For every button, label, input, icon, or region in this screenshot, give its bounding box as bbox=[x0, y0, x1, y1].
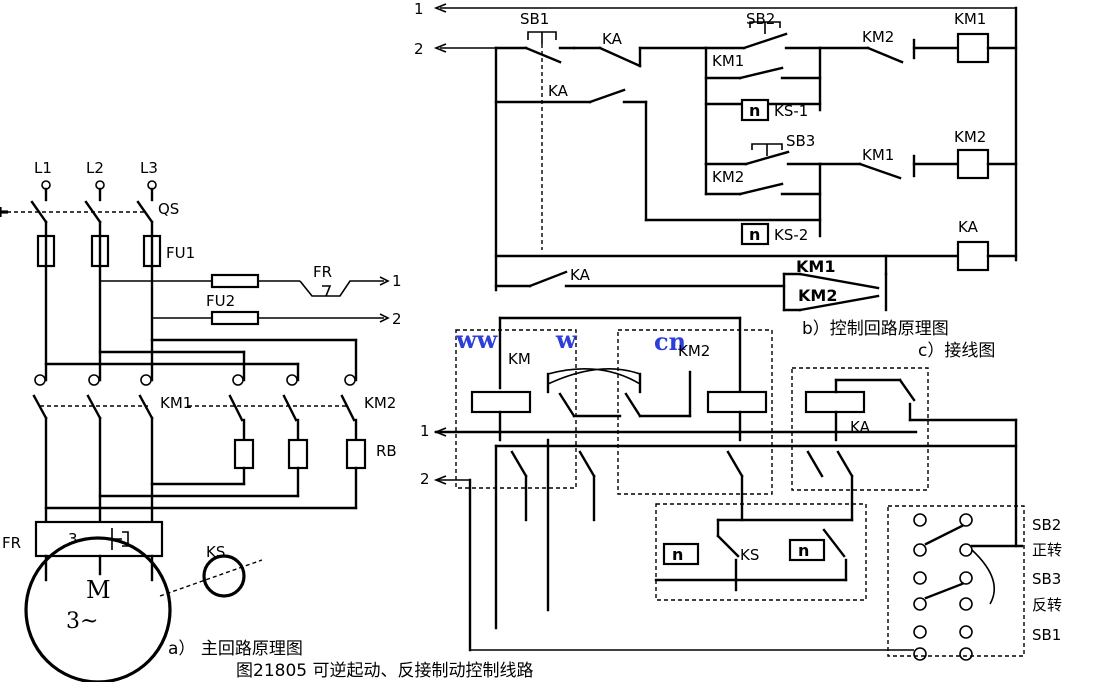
buttons-enclosure bbox=[887, 505, 1025, 657]
fr-contact-label: FR bbox=[313, 263, 332, 281]
watermark-left: ww bbox=[455, 325, 499, 354]
ks2-label: KS-2 bbox=[774, 226, 808, 244]
ks1-label: KS-1 bbox=[774, 102, 808, 120]
control-line-2-label: 2 bbox=[414, 40, 424, 58]
terminal-rings bbox=[34, 374, 356, 386]
out-1-label: 1 bbox=[392, 272, 402, 290]
km2-label: KM2 bbox=[364, 394, 396, 412]
km1-label: KM1 bbox=[160, 394, 192, 412]
ks-label: KS bbox=[206, 543, 225, 561]
sb3-button-desc: 反转 bbox=[1032, 596, 1062, 614]
pushbutton-station: SB2 正转 SB3 反转 SB1 bbox=[913, 513, 1062, 661]
sb3-label: SB3 bbox=[786, 132, 815, 150]
out-2-label: 2 bbox=[392, 310, 402, 328]
wiring-line-2-label: 2 bbox=[420, 470, 430, 488]
km1-nc-label: KM1 bbox=[796, 257, 835, 276]
wiring-line-1-label: 1 bbox=[420, 422, 430, 440]
km2-nc-label: KM2 bbox=[798, 286, 837, 305]
motor-label: M bbox=[86, 576, 111, 604]
wiring-km-label: KM bbox=[508, 350, 531, 368]
rb-resistors: RB bbox=[44, 418, 397, 510]
ka-enclosure bbox=[791, 367, 929, 491]
sb2-button-label: SB2 bbox=[1032, 516, 1061, 534]
caption-c: c）接线图 bbox=[918, 341, 995, 361]
fu1-label: FU1 bbox=[166, 244, 195, 262]
phase-l1-label: L1 bbox=[34, 159, 52, 177]
motor-type-label: 3~ bbox=[66, 609, 98, 634]
sb2-label: SB2 bbox=[746, 10, 775, 28]
km-enclosure bbox=[455, 329, 577, 489]
rb-label: RB bbox=[376, 442, 397, 460]
control-line-1-label: 1 bbox=[414, 0, 424, 18]
phase-l3-label: L3 bbox=[140, 159, 158, 177]
watermark-cn: cn bbox=[654, 327, 686, 356]
watermark-w: w bbox=[555, 325, 578, 354]
fr-label: FR bbox=[2, 534, 21, 552]
qs-switch: QS bbox=[0, 187, 179, 224]
km2-cross-wiring bbox=[44, 338, 358, 382]
sb1-button-label: SB1 bbox=[1032, 626, 1061, 644]
ka-parallel-contact-label: KA bbox=[548, 82, 569, 100]
ks-enclosure bbox=[655, 503, 867, 601]
fu2-label: FU2 bbox=[206, 292, 235, 310]
fu1-fuses: FU1 bbox=[36, 234, 195, 268]
km1-hold-contact-label: KM1 bbox=[712, 52, 744, 70]
sb2-button-desc: 正转 bbox=[1032, 541, 1062, 559]
wiring-diagram: ww w cn KM KM2 KA 1 bbox=[420, 316, 1062, 661]
sb1-stop-button: SB1 bbox=[494, 10, 576, 250]
fr-block-number: 3 bbox=[68, 530, 78, 548]
wiring-km2-label: KM2 bbox=[678, 342, 710, 360]
km2-enclosure bbox=[617, 329, 773, 495]
km1-coil-label: KM1 bbox=[954, 10, 986, 28]
wiring-ka-label: KA bbox=[850, 418, 871, 436]
motor: M 3~ KS bbox=[24, 536, 263, 682]
main-circuit: L1 L2 L3 QS bbox=[0, 159, 402, 682]
qs-label: QS bbox=[158, 200, 179, 218]
km2-hold-contact-label: KM2 bbox=[712, 168, 744, 186]
ka-hold-contact-label: KA bbox=[570, 266, 591, 284]
caption-a: a） 主回路原理图 bbox=[168, 639, 303, 659]
km1-main-contacts: KM1 bbox=[32, 394, 192, 420]
caption-b: b）控制回路原理图 bbox=[802, 319, 949, 339]
km2-coil-label: KM2 bbox=[954, 128, 986, 146]
ka-coil-label: KA bbox=[958, 218, 979, 236]
km1-interlock-label: KM1 bbox=[862, 146, 894, 164]
sb3-button-label: SB3 bbox=[1032, 570, 1061, 588]
wiring-ks-n1-label: n bbox=[672, 545, 683, 564]
control-circuit: 1 2 SB1 KA KA SB2 bbox=[414, 0, 1018, 361]
phase-l2-label: L2 bbox=[86, 159, 104, 177]
ks1-n-label: n bbox=[749, 101, 760, 120]
km2-interlock-1-label: KM2 bbox=[862, 28, 894, 46]
wiring-ks-label: KS bbox=[740, 546, 759, 564]
km2-main-contacts: KM2 bbox=[188, 394, 396, 422]
ka-series-contact-label: KA bbox=[602, 30, 623, 48]
sb1-label: SB1 bbox=[520, 10, 549, 28]
wiring-ks-n2-label: n bbox=[798, 541, 809, 560]
figure-title: 图21805 可逆起动、反接制动控制线路 bbox=[236, 661, 533, 681]
ks2-n-label: n bbox=[749, 225, 760, 244]
